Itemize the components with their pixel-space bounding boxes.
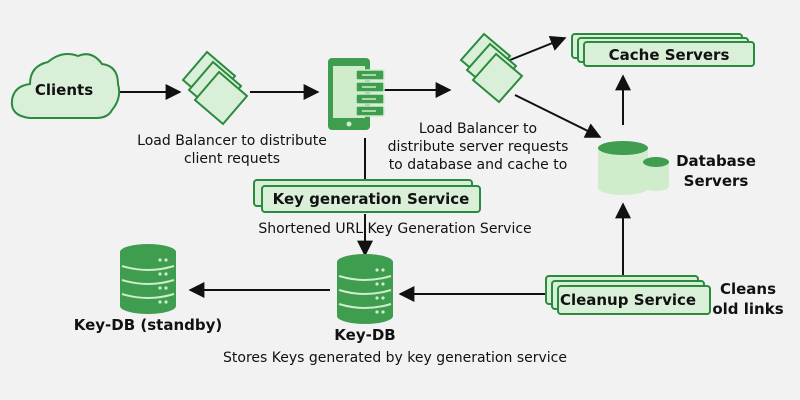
arrow-lb2-to-cache bbox=[504, 35, 567, 63]
cloud-icon bbox=[10, 53, 121, 119]
database-label-line2: Servers bbox=[684, 172, 749, 190]
key-db-standby-label: Key-DB (standby) bbox=[74, 316, 223, 334]
server-rack-icon bbox=[355, 69, 385, 117]
load-balancer-1-icon bbox=[181, 50, 249, 126]
lb2-caption-line2: distribute server requests bbox=[388, 139, 569, 155]
app-server-node bbox=[328, 58, 385, 130]
lb2-caption-line1: Load Balancer to bbox=[419, 121, 537, 137]
key-db-standby-icon bbox=[120, 244, 176, 314]
clients-node: Clients bbox=[10, 53, 121, 119]
cleanup-caption-line2: old links bbox=[712, 300, 783, 318]
cleanup-service-label: Cleanup Service bbox=[560, 291, 696, 309]
cache-servers-label: Cache Servers bbox=[609, 46, 730, 64]
key-db-icon bbox=[337, 254, 393, 324]
clients-label: Clients bbox=[35, 81, 93, 99]
lb2-caption-line3: to database and cache to bbox=[389, 157, 568, 173]
cleanup-caption-line1: Cleans bbox=[720, 280, 776, 298]
key-generation-service-label: Key generation Service bbox=[273, 190, 470, 208]
load-balancer-2-icon bbox=[459, 32, 524, 104]
cache-servers-node bbox=[571, 33, 755, 67]
key-db-label: Key-DB bbox=[334, 326, 395, 344]
database-label-line1: Database bbox=[676, 152, 756, 170]
arrow-lb2-to-database bbox=[514, 94, 602, 138]
database-icon bbox=[598, 141, 669, 195]
connectors bbox=[118, 35, 631, 302]
lb1-caption-line2: client requets bbox=[184, 151, 280, 167]
cleanup-service-node bbox=[545, 275, 711, 315]
kgs-caption: Shortened URL Key Generation Service bbox=[258, 221, 531, 237]
lb1-caption-line1: Load Balancer to distribute bbox=[137, 133, 327, 149]
key-generation-service-node bbox=[253, 179, 481, 213]
keydb-caption: Stores Keys generated by key generation … bbox=[223, 350, 567, 366]
